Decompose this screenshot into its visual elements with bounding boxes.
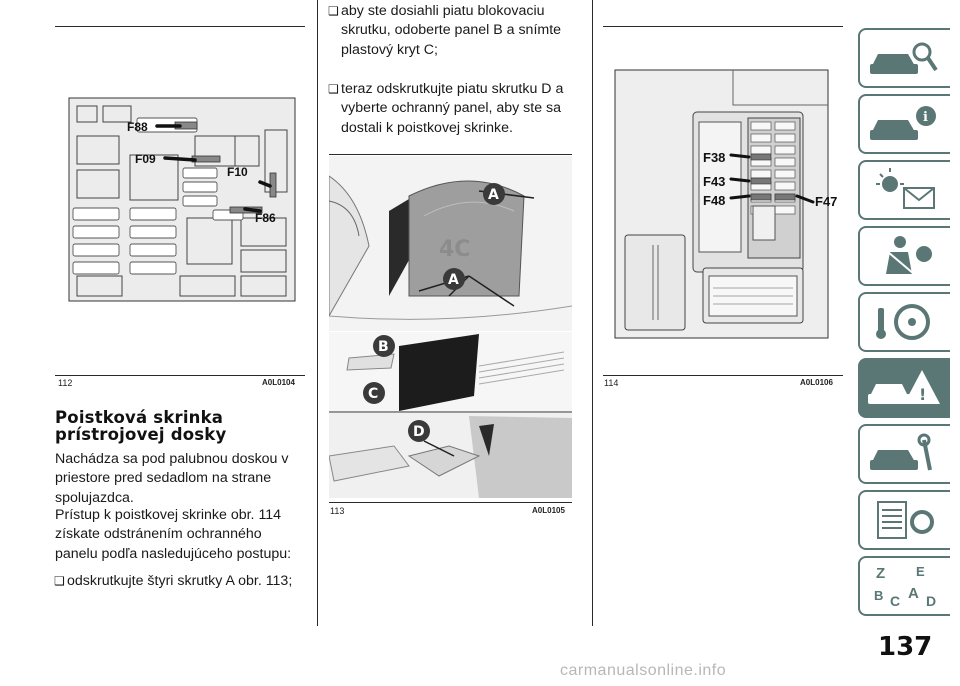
airbag-seatbelt-icon — [886, 236, 932, 275]
tab-dashboard[interactable] — [858, 28, 950, 88]
label-f86: F86 — [255, 211, 276, 225]
tab-starting-driving[interactable] — [858, 292, 950, 352]
fig114-caption-rule — [603, 375, 843, 376]
page-number: 137 — [878, 632, 933, 662]
fuse-box-diagram: F88 F09 F10 F86 — [68, 97, 296, 302]
svg-text:C: C — [890, 593, 900, 609]
fig113-number: 113 — [330, 506, 345, 516]
svg-text:!: ! — [919, 385, 926, 404]
figure-112: F88 F09 F10 F86 — [55, 30, 305, 370]
tab-safety[interactable] — [858, 226, 950, 286]
tab-technical-data[interactable] — [858, 490, 950, 550]
label-b: B — [378, 339, 389, 355]
warning-lights-envelope-icon — [876, 168, 935, 209]
paragraph-location: Nachádza sa pod palubnou doskou v priest… — [55, 451, 289, 506]
step-1: odskrutkujte štyri skrutky A obr. 113; — [54, 572, 317, 592]
fig112-code: A0L0104 — [262, 378, 295, 387]
steering-wheel-key-icon — [876, 304, 930, 340]
tab-warning-lights[interactable] — [858, 160, 950, 220]
fig114-code: A0L0106 — [800, 378, 833, 387]
step-3: teraz odskrutkujte piatu skrutku D a vyb… — [328, 80, 586, 138]
column-divider-right — [592, 0, 593, 626]
car-warning-triangle-icon: ! — [868, 370, 940, 404]
car-dashboard-search-icon — [870, 42, 938, 74]
paragraph-access: Prístup k poistkovej skrinke obr. 114 zí… — [55, 507, 292, 562]
section-title-line1: Poistková skrinka — [55, 408, 224, 427]
label-d: D — [413, 424, 425, 440]
section-title-line2: prístrojovej dosky — [55, 425, 227, 444]
label-f09: F09 — [135, 152, 156, 166]
svg-text:B: B — [874, 588, 883, 603]
fig113-code: A0L0105 — [532, 506, 565, 515]
section-title: Poistková skrinka prístrojovej dosky — [55, 409, 305, 443]
label-f48: F48 — [703, 193, 725, 208]
fig113-top-rule — [329, 154, 572, 155]
fuse-panel-diagram: F38 F43 F48 F47 — [614, 69, 837, 339]
top-rule-left — [55, 26, 305, 27]
column-divider-left — [317, 0, 318, 626]
svg-text:D: D — [926, 593, 936, 609]
panel-removal-illustration: 4C A A B C D — [329, 156, 572, 498]
label-f88: F88 — [127, 120, 148, 134]
svg-text:4C: 4C — [439, 237, 470, 262]
label-a-top: A — [488, 187, 499, 203]
label-f38: F38 — [703, 150, 725, 165]
svg-text:i: i — [923, 110, 928, 125]
fig114-number: 114 — [604, 378, 619, 388]
svg-text:Z: Z — [876, 565, 885, 582]
label-f47: F47 — [815, 194, 837, 209]
svg-text:E: E — [916, 564, 925, 579]
fig112-number: 112 — [58, 378, 73, 388]
label-f43: F43 — [703, 174, 725, 189]
tab-info[interactable]: i — [858, 94, 950, 154]
watermark: carmanualsonline.info — [560, 662, 727, 679]
car-service-wrench-icon — [870, 433, 932, 471]
tab-emergency[interactable]: ! — [858, 358, 950, 418]
label-c: C — [368, 386, 378, 402]
label-f10: F10 — [227, 165, 248, 179]
label-a-bottom: A — [448, 272, 459, 288]
technical-data-gear-icon — [877, 501, 934, 539]
svg-text:A: A — [908, 585, 919, 602]
figure-114: F38 F43 F48 F47 — [603, 30, 843, 370]
figure-113: 4C A A B C D — [329, 156, 572, 498]
fig112-caption-rule — [55, 375, 305, 376]
step-2: aby ste dosiahli piatu blokovaciu skrutk… — [328, 2, 586, 60]
car-info-icon: i — [870, 106, 936, 140]
top-rule-right — [603, 26, 843, 27]
fig113-caption-rule — [329, 502, 572, 503]
tab-maintenance[interactable] — [858, 424, 950, 484]
